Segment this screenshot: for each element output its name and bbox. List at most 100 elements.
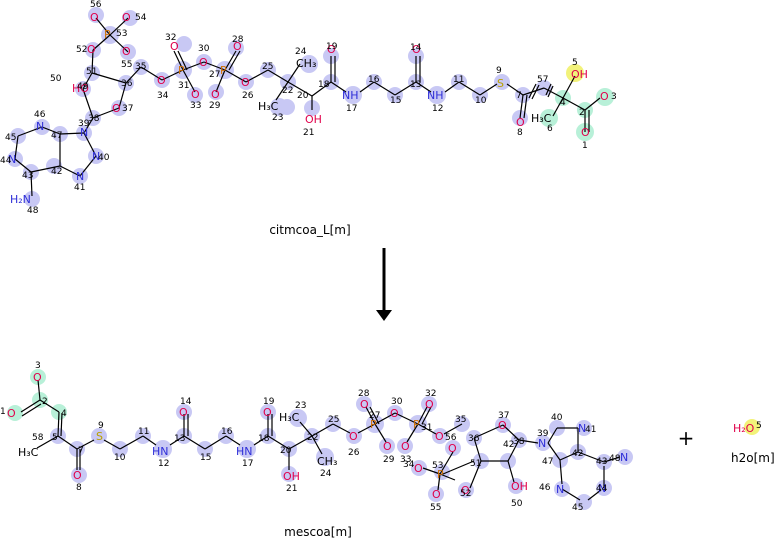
svg-text:21: 21 xyxy=(286,484,297,494)
svg-text:18: 18 xyxy=(318,80,330,90)
svg-text:53: 53 xyxy=(432,461,443,471)
svg-text:HN: HN xyxy=(152,445,169,458)
svg-text:26: 26 xyxy=(348,448,360,458)
svg-text:33: 33 xyxy=(190,101,201,111)
svg-text:16: 16 xyxy=(221,427,233,437)
svg-text:O: O xyxy=(122,11,131,24)
svg-text:19: 19 xyxy=(326,42,338,52)
svg-text:3: 3 xyxy=(35,361,41,371)
svg-text:37: 37 xyxy=(498,411,509,421)
svg-text:P: P xyxy=(104,28,111,41)
product-blue-highlights xyxy=(50,396,633,510)
svg-text:O: O xyxy=(211,88,220,101)
svg-text:52: 52 xyxy=(76,45,87,55)
svg-text:NH: NH xyxy=(342,89,359,102)
reactant-label: citmcoa_L[m] xyxy=(269,223,350,237)
svg-text:3: 3 xyxy=(611,92,617,102)
svg-text:30: 30 xyxy=(198,44,210,54)
svg-text:O: O xyxy=(191,88,200,101)
product-bonds xyxy=(20,379,621,501)
svg-text:13: 13 xyxy=(410,80,421,90)
svg-text:O: O xyxy=(412,43,421,56)
svg-text:55: 55 xyxy=(430,503,441,513)
svg-text:CH₃: CH₃ xyxy=(296,57,316,70)
svg-text:44: 44 xyxy=(0,156,12,166)
svg-text:OH: OH xyxy=(571,68,588,81)
svg-text:O: O xyxy=(90,11,99,24)
svg-text:36: 36 xyxy=(468,434,480,444)
svg-text:42: 42 xyxy=(51,167,62,177)
product-label-h2o: h2o[m] xyxy=(731,451,774,465)
svg-text:H₃C: H₃C xyxy=(531,112,552,125)
svg-text:OH: OH xyxy=(283,470,300,483)
svg-text:44: 44 xyxy=(596,484,608,494)
svg-text:48: 48 xyxy=(27,206,39,216)
svg-text:58: 58 xyxy=(32,433,44,443)
svg-text:5: 5 xyxy=(572,58,578,68)
svg-text:39: 39 xyxy=(78,119,90,129)
svg-text:N: N xyxy=(538,437,546,450)
svg-text:2: 2 xyxy=(579,108,585,118)
svg-text:37: 37 xyxy=(122,104,133,114)
svg-text:P: P xyxy=(370,418,377,431)
svg-text:O: O xyxy=(87,43,96,56)
svg-text:33: 33 xyxy=(400,455,411,465)
svg-text:O: O xyxy=(401,440,410,453)
product-structure-h2o: H₂O 5 h2o[m] xyxy=(731,419,774,465)
svg-text:54: 54 xyxy=(135,13,147,23)
svg-text:45: 45 xyxy=(5,133,16,143)
svg-text:41: 41 xyxy=(585,425,596,435)
svg-text:P: P xyxy=(178,64,185,77)
svg-text:N: N xyxy=(620,451,628,464)
svg-text:H₃C: H₃C xyxy=(258,100,279,113)
svg-text:48: 48 xyxy=(609,454,621,464)
svg-text:P: P xyxy=(220,64,227,77)
svg-text:35: 35 xyxy=(455,415,466,425)
h2o-formula: H₂O xyxy=(733,422,755,435)
svg-text:O: O xyxy=(390,407,399,420)
svg-text:34: 34 xyxy=(157,91,169,101)
svg-text:H₃C: H₃C xyxy=(18,446,39,459)
svg-text:O: O xyxy=(199,56,208,69)
svg-text:9: 9 xyxy=(98,421,104,431)
svg-text:17: 17 xyxy=(346,104,357,114)
svg-text:17: 17 xyxy=(242,459,253,469)
svg-text:O: O xyxy=(435,430,444,443)
svg-text:7: 7 xyxy=(78,446,84,456)
svg-text:8: 8 xyxy=(517,128,523,138)
svg-text:O: O xyxy=(33,371,42,384)
svg-text:22: 22 xyxy=(282,86,293,96)
svg-text:O: O xyxy=(498,419,507,432)
svg-text:6: 6 xyxy=(547,124,553,134)
svg-text:23: 23 xyxy=(295,401,306,411)
svg-text:20: 20 xyxy=(297,91,309,101)
svg-text:23: 23 xyxy=(272,113,283,123)
svg-text:56: 56 xyxy=(445,433,457,443)
svg-text:S: S xyxy=(96,430,103,443)
svg-text:5: 5 xyxy=(52,433,58,443)
svg-text:42: 42 xyxy=(572,449,583,459)
svg-text:43: 43 xyxy=(22,171,33,181)
reaction-arrow xyxy=(376,248,392,321)
svg-text:25: 25 xyxy=(262,62,273,72)
atom-highlight-h2o xyxy=(744,419,760,435)
reactant-bonds xyxy=(14,17,601,197)
svg-text:16: 16 xyxy=(368,75,380,85)
svg-text:53: 53 xyxy=(116,29,127,39)
svg-text:49: 49 xyxy=(77,82,89,92)
svg-text:O: O xyxy=(581,126,590,139)
svg-text:38: 38 xyxy=(88,114,100,124)
svg-text:O: O xyxy=(7,407,16,420)
svg-text:19: 19 xyxy=(263,397,275,407)
svg-text:H₂N: H₂N xyxy=(10,193,31,206)
svg-text:43: 43 xyxy=(596,457,607,467)
svg-text:50: 50 xyxy=(50,74,62,84)
svg-text:28: 28 xyxy=(358,389,370,399)
svg-text:11: 11 xyxy=(453,75,464,85)
svg-text:N: N xyxy=(578,422,586,435)
svg-text:32: 32 xyxy=(425,389,436,399)
